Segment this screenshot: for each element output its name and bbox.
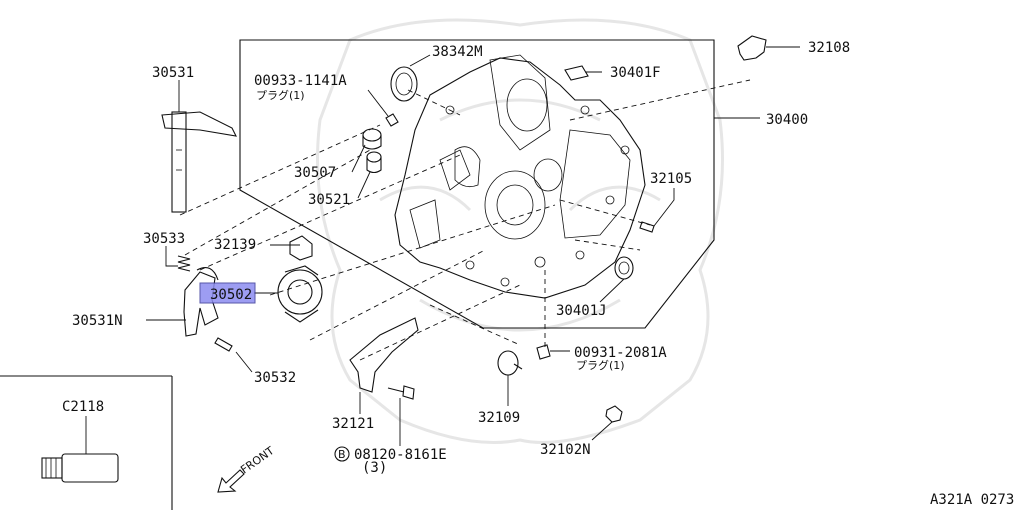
pin-32105 (639, 221, 655, 233)
clip-32139 (289, 235, 313, 261)
release-bearing-30502 (277, 265, 323, 323)
front-direction-arrow-icon (217, 469, 245, 493)
bolt-symbol-letter: B (338, 448, 346, 461)
inset-frame (0, 375, 173, 510)
label-32139[interactable]: 32139 (214, 237, 256, 253)
bolt-symbol-circle (334, 446, 350, 462)
label-32109[interactable]: 32109 (478, 410, 520, 426)
label-08120-8161e[interactable]: 08120-8161E (354, 447, 447, 463)
label-32108[interactable]: 32108 (808, 40, 850, 56)
front-label: FRONT (238, 444, 276, 476)
guide-30521 (366, 151, 382, 174)
assembly-outline (239, 39, 715, 329)
watermark-emblem (316, 18, 724, 444)
part-c2118 (41, 453, 119, 483)
seal-30401j (614, 256, 634, 280)
label-32105[interactable]: 32105 (650, 171, 692, 187)
figure-code: A321A 0273 (930, 492, 1014, 508)
shift-rod-30531 (161, 111, 237, 213)
highlighted-part-box (199, 282, 256, 304)
label-00931-2081a[interactable]: 00931-2081A (574, 345, 667, 361)
label-32121[interactable]: 32121 (332, 416, 374, 432)
nut-32102n (605, 405, 623, 423)
transmission-case-30400 (394, 54, 646, 299)
note-00931-plug: プラグ(1) (576, 358, 625, 372)
bolt-08120 (387, 385, 415, 400)
cover-32121 (349, 317, 419, 393)
oil-seal-38342m (390, 66, 418, 102)
label-30400[interactable]: 30400 (766, 112, 808, 128)
label-32102n[interactable]: 32102N (540, 442, 591, 458)
label-c2118[interactable]: C2118 (62, 399, 104, 415)
label-30507[interactable]: 30507 (294, 165, 336, 181)
label-30401j[interactable]: 30401J (556, 303, 607, 319)
bracket-32108 (737, 35, 767, 61)
leader-lines (85, 46, 800, 454)
label-00933-1141a[interactable]: 00933-1141A (254, 73, 347, 89)
label-30521[interactable]: 30521 (308, 192, 350, 208)
label-30401f[interactable]: 30401F (610, 65, 661, 81)
plate-30401f (564, 65, 589, 81)
label-30531n[interactable]: 30531N (72, 313, 123, 329)
part-labels: 30531 30533 30531N 30502 32139 30532 009… (62, 40, 850, 476)
assembly-dashed-lines (179, 79, 751, 361)
plug-00933 (385, 113, 399, 127)
note-00933-plug: プラグ(1) (256, 88, 305, 102)
plug-00931 (536, 344, 551, 360)
release-fork-30531n (183, 267, 219, 337)
spring-30533 (177, 255, 191, 272)
label-30532[interactable]: 30532 (254, 370, 296, 386)
label-30531[interactable]: 30531 (152, 65, 194, 81)
label-30502[interactable]: 30502 (210, 287, 252, 303)
label-38342m[interactable]: 38342M (432, 44, 483, 60)
bushing-30507 (362, 128, 382, 150)
qty-08120: (3) (362, 460, 387, 476)
label-30533[interactable]: 30533 (143, 231, 185, 247)
gear-32109 (497, 350, 523, 376)
pin-30532 (214, 337, 233, 352)
